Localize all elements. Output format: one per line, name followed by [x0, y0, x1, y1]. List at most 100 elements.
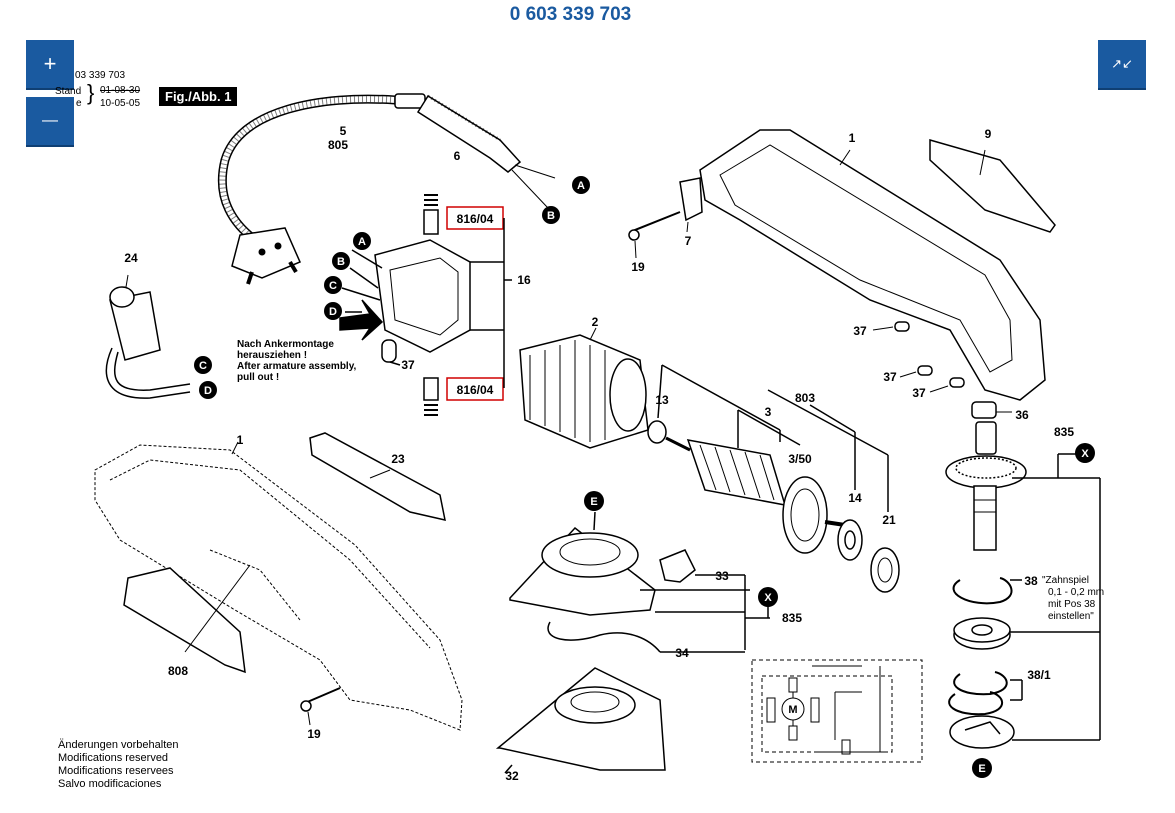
marker-c	[194, 356, 212, 374]
drawing-ellipse	[971, 624, 993, 636]
label-p19-low: 19	[307, 727, 321, 741]
marker-x	[758, 587, 778, 607]
drawing-line	[657, 364, 663, 419]
drawing-line	[125, 274, 129, 288]
drawing-line	[246, 271, 254, 285]
drawing-path	[217, 94, 396, 244]
drawing-path	[109, 459, 431, 649]
drawing-ellipse	[541, 532, 639, 578]
drawing-line	[686, 221, 689, 233]
label-p7: 7	[685, 234, 692, 248]
label-p350: 3/50	[788, 452, 812, 466]
drawing-rect	[423, 209, 439, 235]
marker-e	[584, 491, 604, 511]
label-p24: 24	[124, 251, 138, 265]
armature-brackets	[657, 364, 889, 512]
drawing-line	[349, 267, 379, 289]
drawing-ellipse	[844, 530, 856, 550]
label-p16: 16	[517, 273, 531, 287]
label-a: A	[577, 180, 585, 192]
drawing-rect	[788, 677, 798, 693]
plus-icon: +	[43, 51, 57, 76]
gear-assembly	[945, 421, 1027, 749]
footer-line-en: Modifications reserved	[58, 752, 169, 764]
drawing-line	[307, 711, 311, 726]
footer-notes: Änderungen vorbehalten Modifications res…	[58, 739, 178, 791]
zoom-out-button[interactable]: —	[26, 97, 74, 147]
drawing-line	[737, 409, 801, 446]
new-date: 10-05-05	[100, 98, 141, 109]
drawing-ellipse	[790, 488, 820, 542]
drawing-path	[123, 567, 246, 674]
drawing-path	[389, 257, 459, 336]
drawing-line	[661, 364, 781, 431]
label-p19-top: 19	[631, 260, 645, 274]
collapse-view-button[interactable]: ↗↙	[1098, 40, 1146, 90]
drawing-path	[424, 194, 438, 206]
drawing-rect	[841, 739, 851, 755]
drawing-line	[979, 149, 986, 176]
label-p36: 36	[1015, 408, 1029, 422]
label-a: A	[358, 236, 366, 248]
drawing-line	[839, 149, 851, 166]
label-p1-low: 1	[237, 433, 244, 447]
collapse-arrows-icon: ↗↙	[1111, 56, 1133, 71]
note-pull-out-de-2: herausziehen !	[237, 350, 308, 361]
drawing-path	[948, 691, 1004, 716]
drawing-line	[504, 764, 513, 774]
drawing-path	[699, 444, 775, 501]
label-c: C	[329, 280, 337, 292]
drawing-path	[94, 444, 463, 731]
label-e: E	[590, 496, 597, 508]
drawing-rect	[949, 377, 965, 388]
drawing-path	[109, 291, 161, 361]
old-date: 01-08-30	[100, 85, 141, 96]
label-p23: 23	[391, 452, 405, 466]
drawing-path	[929, 139, 1056, 233]
label-c: C	[199, 360, 207, 372]
note-pull-out-en-1: After armature assembly,	[237, 361, 357, 372]
marker-c2	[324, 276, 342, 294]
drawing-line	[634, 240, 637, 259]
drawing-line	[767, 389, 889, 456]
drawing-rect	[394, 93, 426, 109]
note-gear-play-1: "Zahnspiel	[1042, 575, 1089, 586]
label-p5: 5	[340, 124, 347, 138]
upper-housing	[628, 129, 1056, 419]
label-p2: 2	[592, 315, 599, 329]
label-p9: 9	[985, 127, 992, 141]
drawing-rect	[971, 401, 997, 419]
part-number-fragment: 03 339 703	[75, 70, 126, 81]
bracket-lines	[341, 218, 512, 388]
drawing-path	[114, 351, 191, 391]
drawing-line	[341, 287, 381, 301]
drawing-path	[231, 227, 301, 279]
field-coil	[519, 327, 649, 449]
label-d: D	[204, 385, 212, 397]
callout-816-lower: 816/04	[457, 383, 494, 397]
drawing-rect	[423, 377, 439, 401]
label-p808: 808	[168, 664, 188, 678]
marker-d2	[324, 302, 342, 320]
label-p38-1: 38/1	[1027, 668, 1051, 682]
drawing-line	[899, 371, 917, 378]
drawing-line	[593, 511, 596, 531]
stand-label: Stand	[55, 86, 82, 97]
drawing-line	[589, 327, 597, 341]
zoom-in-button[interactable]: +	[26, 40, 74, 90]
drawing-rect	[894, 321, 910, 332]
label-p38: 38	[1024, 574, 1038, 588]
drawing-ellipse	[559, 538, 621, 566]
drawing-rect	[810, 697, 820, 723]
figure-label: Fig./Abb. 1	[159, 87, 238, 106]
label-p21: 21	[882, 513, 896, 527]
marker-letters: A B A B C D C D E X X E	[199, 180, 1089, 775]
label-p37-mid: 37	[401, 358, 415, 372]
drawing-path	[952, 577, 1013, 605]
label-p37-a: 37	[853, 324, 867, 338]
label-b: B	[547, 210, 555, 222]
drawing-path	[953, 671, 1008, 696]
armature	[647, 420, 900, 593]
label-p805: 805	[328, 138, 348, 152]
